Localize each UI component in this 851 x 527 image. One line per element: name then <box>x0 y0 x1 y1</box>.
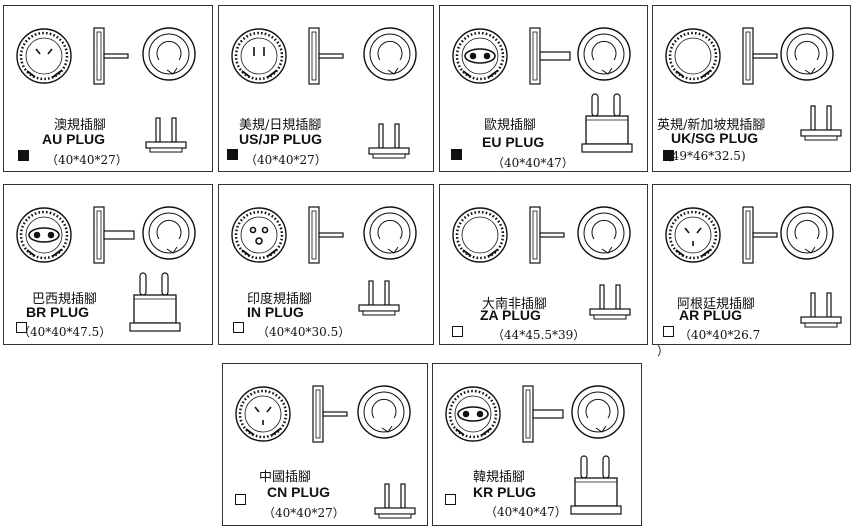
plug-name-english: CN PLUG <box>267 484 330 500</box>
unselected-checkbox[interactable] <box>233 322 244 333</box>
plug-name-chinese: 韓規插腳 <box>473 470 526 485</box>
plug-dimensions: (49*46*32.5) <box>667 149 746 163</box>
plug-dimensions: （40*40*27） <box>263 506 345 520</box>
plug-name-english: KR PLUG <box>473 484 536 500</box>
plug-name-chinese: 歐規插腳 <box>484 118 537 133</box>
selected-checkbox[interactable] <box>451 149 462 160</box>
au-plug-icon <box>16 27 196 153</box>
plug-name-chinese: 阿根廷規插腳 <box>677 297 756 312</box>
eu-plug-icon <box>452 27 633 153</box>
selected-checkbox[interactable] <box>18 150 29 161</box>
unselected-checkbox[interactable] <box>445 494 456 505</box>
plug-dimensions: （40*40*27） <box>245 153 327 167</box>
ar-plug-icon <box>665 206 842 328</box>
plug-name-chinese: 英規/新加坡規插腳 <box>657 118 766 133</box>
plug-dimensions: （40*40*47） <box>485 505 567 519</box>
plug-name-chinese: 巴西規插腳 <box>32 292 98 307</box>
plug-name-english: IN PLUG <box>247 304 304 320</box>
in-plug-icon <box>231 206 417 316</box>
plug-dimensions: （40*40*47.5） <box>18 325 112 339</box>
plug-name-chinese: 大南非插腳 <box>482 297 548 312</box>
cn-plug-icon <box>235 385 416 519</box>
plug-name-english: BR PLUG <box>26 304 89 320</box>
za-plug-icon <box>452 206 631 320</box>
plug-dimensions: （40*40*30.5） <box>257 325 351 339</box>
plug-dimensions: （40*40*27） <box>46 153 128 167</box>
us-jp-plug-icon <box>231 27 417 159</box>
plug-dimensions: （44*45.5*39） <box>492 328 586 342</box>
selected-checkbox[interactable] <box>663 150 674 161</box>
unselected-checkbox[interactable] <box>663 326 674 337</box>
plug-name-english: AU PLUG <box>42 131 105 147</box>
plug-name-chinese: 澳規插腳 <box>54 118 107 133</box>
unselected-checkbox[interactable] <box>16 322 27 333</box>
plug-dimensions: （40*40*47） <box>492 156 574 170</box>
plug-name-chinese: 印度規插腳 <box>247 292 313 307</box>
selected-checkbox[interactable] <box>227 149 238 160</box>
plug-name-english: US/JP PLUG <box>239 131 322 147</box>
br-plug-icon <box>16 206 196 332</box>
plug-name-english: EU PLUG <box>482 134 545 150</box>
plug-name-chinese: 美規/日規插腳 <box>239 118 322 133</box>
plug-name-english: ZA PLUG <box>480 307 541 323</box>
plug-name-english: UK/SG PLUG <box>671 130 759 146</box>
plug-name-english: AR PLUG <box>679 307 742 323</box>
unselected-checkbox[interactable] <box>452 326 463 337</box>
unselected-checkbox[interactable] <box>235 494 246 505</box>
kr-plug-icon <box>445 385 625 515</box>
plug-name-chinese: 中國插腳 <box>259 470 312 485</box>
plug-dimensions: （40*40*26.7 <box>679 328 761 342</box>
plug-dimensions-close: ） <box>657 344 670 358</box>
uk-sg-plug-icon <box>665 27 842 141</box>
